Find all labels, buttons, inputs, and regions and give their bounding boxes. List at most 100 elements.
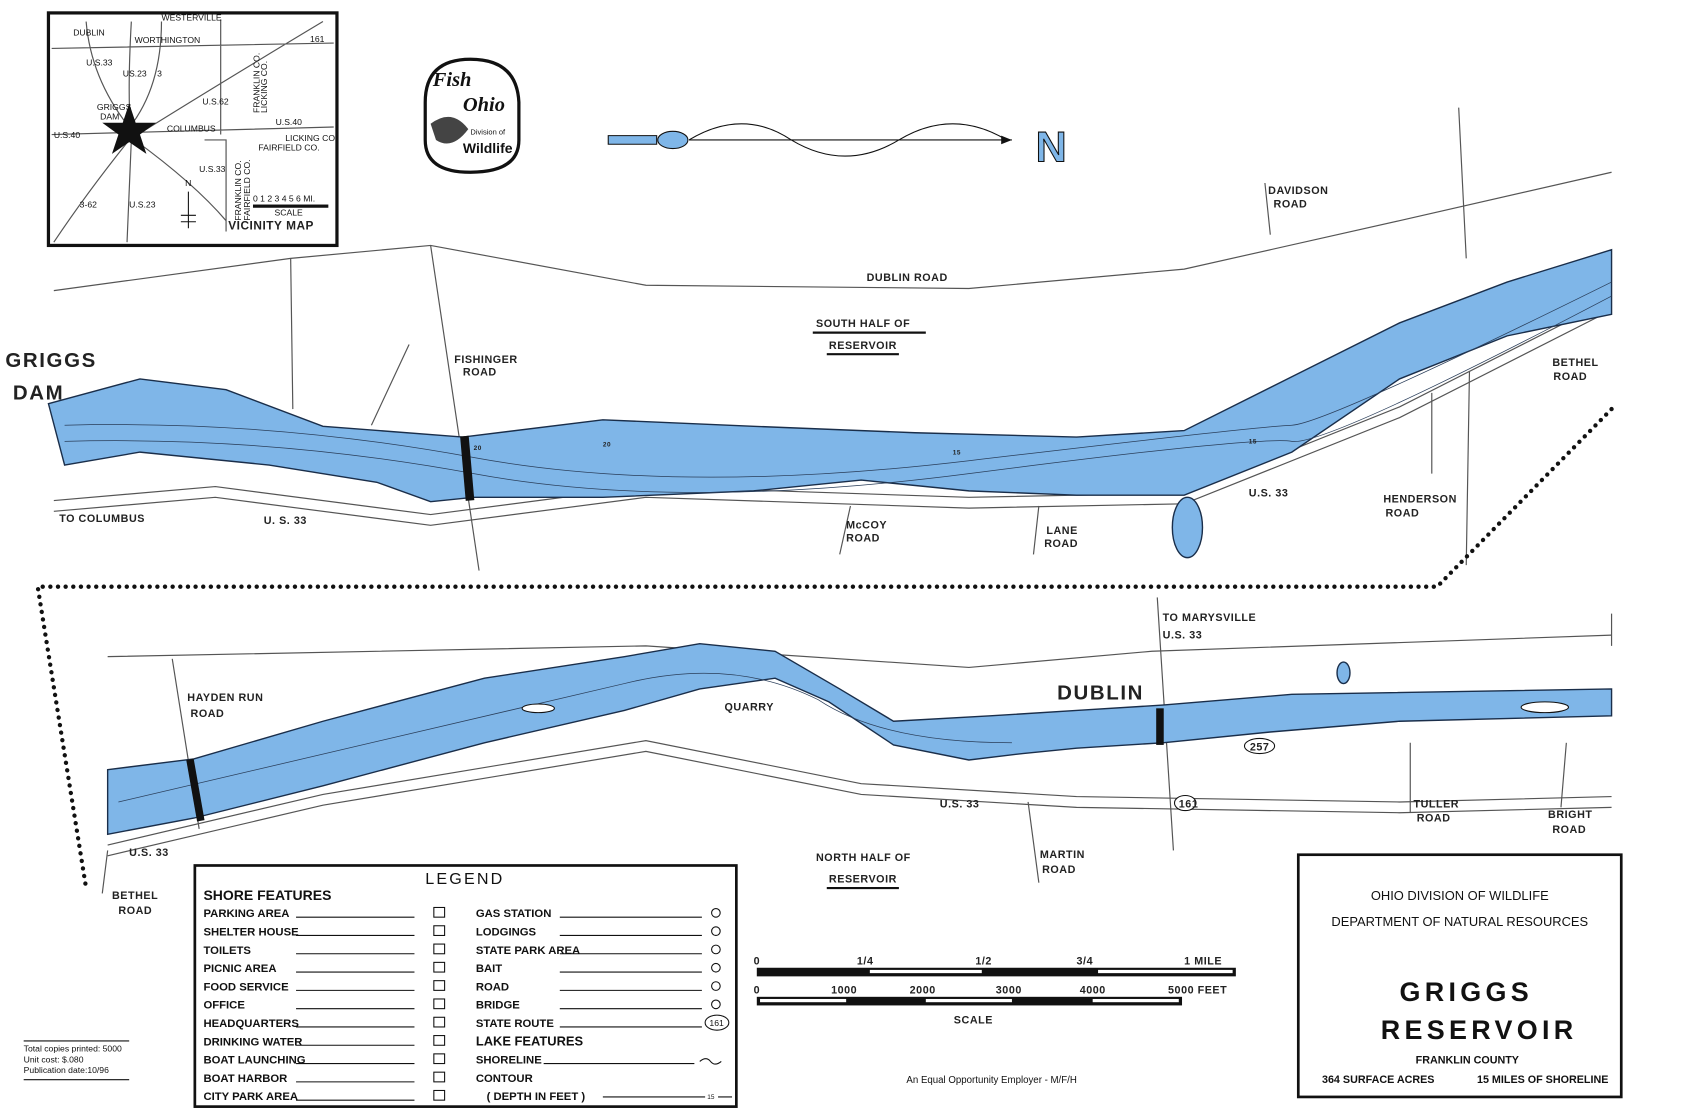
legend-item-label: HEADQUARTERS	[203, 1018, 299, 1030]
bridge-icon	[711, 999, 721, 1010]
bridge-icon	[460, 435, 475, 501]
legend-item-label: BRIDGE	[476, 1000, 520, 1012]
vicinity-label: COLUMBUS	[167, 123, 216, 133]
legend-item: GAS STATION	[476, 908, 721, 920]
road-label: ROAD	[1385, 508, 1419, 520]
griggs-dam-label: DAM	[13, 381, 64, 404]
map-title: GRIGGS	[1399, 977, 1532, 1007]
road-label: U.S. 33	[940, 798, 980, 810]
department-name: DEPARTMENT OF NATURAL RESOURCES	[1331, 914, 1588, 929]
vicinity-label: 3-62	[80, 200, 97, 210]
legend-item: BAIT	[476, 962, 721, 975]
picnic-icon	[433, 961, 446, 973]
vicinity-title: VICINITY MAP	[228, 218, 314, 232]
scale-bar: 0 1/4 1/2 3/4 1 MILE 0 1000 2000 3000 40…	[754, 956, 1236, 1027]
road-label: ROAD	[1552, 824, 1586, 836]
legend-item-label: PICNIC AREA	[203, 963, 276, 975]
legend-item-label: GAS STATION	[476, 908, 552, 920]
eoe-statement: An Equal Opportunity Employer - M/F/H	[906, 1075, 1076, 1086]
bass-icon	[430, 116, 469, 144]
road-label: FISHINGER	[454, 354, 517, 366]
surface-acres: 364 SURFACE ACRES	[1322, 1074, 1435, 1086]
print-count: Total copies printed: 5000	[24, 1044, 122, 1054]
legend-item-label: BOAT HARBOR	[203, 1073, 287, 1085]
vicinity-label: LICKING CO.	[259, 61, 269, 113]
road-label: TO MARYSVILLE	[1163, 612, 1257, 624]
map-text: 20	[603, 442, 611, 449]
road-label: U.S. 33	[1163, 629, 1203, 641]
road-label: U.S. 33	[129, 847, 169, 859]
map-text: SCALE	[954, 1015, 993, 1027]
map-text: 0	[754, 956, 761, 968]
legend-item: BOAT HARBOR	[203, 1071, 446, 1085]
vicinity-map: WESTERVILLE DUBLIN WORTHINGTON U.S.33 US…	[46, 11, 339, 248]
vicinity-label: FRANKLIN CO.	[233, 160, 243, 220]
vicinity-label: U.S.62	[202, 96, 229, 106]
shoreline-miles: 15 MILES OF SHORELINE	[1477, 1074, 1608, 1086]
vicinity-label: LICKING CO.	[285, 133, 337, 143]
state-park-icon	[711, 944, 721, 955]
vicinity-label: U.S.33	[86, 58, 113, 68]
road-label: DAVIDSON	[1268, 185, 1328, 197]
legend-item: OFFICE	[203, 998, 446, 1012]
bridge-icon	[1156, 708, 1164, 745]
legend-item-label: FOOD SERVICE	[203, 981, 289, 993]
legend-item-label: BAIT	[476, 963, 502, 975]
vicinity-label: FAIRFIELD CO.	[242, 159, 252, 220]
road-label: U.S. 33	[1249, 487, 1289, 499]
vicinity-label: DAM	[100, 111, 119, 121]
legend-item: FOOD SERVICE	[203, 980, 446, 993]
map-text: 15	[1249, 439, 1257, 446]
map-text: 15	[707, 1094, 715, 1101]
legend-item: PARKING AREA	[203, 906, 446, 920]
vicinity-scale: 0 1 2 3 4 5 6 MI.	[253, 193, 315, 203]
legend-item: PICNIC AREA	[203, 961, 446, 975]
city-label: DUBLIN	[1057, 682, 1144, 705]
vicinity-label: 3	[157, 68, 162, 78]
map-text: 20	[474, 445, 482, 452]
food-icon	[433, 980, 446, 991]
compass-icon	[180, 191, 196, 229]
gas-icon	[711, 908, 721, 918]
legend-item-label: STATE PARK AREA	[476, 945, 580, 957]
map-text: 0	[754, 985, 761, 997]
parking-icon	[433, 906, 446, 918]
legend-item-label: ROAD	[476, 981, 509, 993]
map-text: N	[1036, 123, 1067, 171]
legend-item: SHELTER HOUSE	[203, 925, 446, 938]
road-label: ROAD	[463, 367, 497, 379]
place-label: QUARRY	[725, 701, 774, 713]
road-label: ROAD	[846, 532, 880, 544]
legend-heading: LAKE FEATURES	[476, 1033, 584, 1048]
road-label: U. S. 33	[264, 515, 307, 527]
agency-name: OHIO DIVISION OF WILDLIFE	[1371, 888, 1549, 903]
place-labels: GRIGGS DAM TO COLUMBUS U. S. 33 FISHINGE…	[5, 185, 1598, 917]
county: FRANKLIN COUNTY	[1416, 1055, 1519, 1067]
vicinity-label: WORTHINGTON	[135, 35, 201, 45]
map-text: 15	[953, 449, 961, 456]
legend-item-label: BOAT LAUNCHING	[203, 1055, 305, 1067]
legend-heading: SHORE FEATURES	[203, 887, 331, 903]
map-text: 1/4	[857, 956, 874, 968]
north-arrow: N	[607, 123, 1067, 172]
map-text: 2000	[910, 985, 936, 997]
section-label: RESERVOIR	[829, 340, 897, 352]
publication-date: Publication date:10/96	[24, 1065, 109, 1075]
legend-item-label: CITY PARK AREA	[203, 1091, 298, 1103]
vicinity-label: U.S.33	[199, 164, 226, 174]
road-label: HAYDEN RUN	[187, 692, 263, 704]
road-label: ROAD	[1044, 538, 1078, 550]
vicinity-north: N	[185, 178, 191, 188]
upper-reservoir: 20 20 15 15	[47, 107, 1613, 571]
road-label: McCOY	[846, 520, 887, 532]
legend-item-label: LODGINGS	[476, 926, 537, 938]
boat-launch-icon	[433, 1053, 446, 1065]
lower-reservoir	[101, 597, 1613, 894]
map-text: 1/2	[975, 956, 992, 968]
map-text: Ohio	[463, 94, 505, 116]
road-label: ROAD	[1042, 864, 1076, 876]
vicinity-label: DUBLIN	[73, 28, 105, 38]
section-label: RESERVOIR	[829, 874, 897, 886]
legend-item-label: TOILETS	[203, 945, 251, 957]
state-route-label: 161	[1179, 798, 1199, 810]
